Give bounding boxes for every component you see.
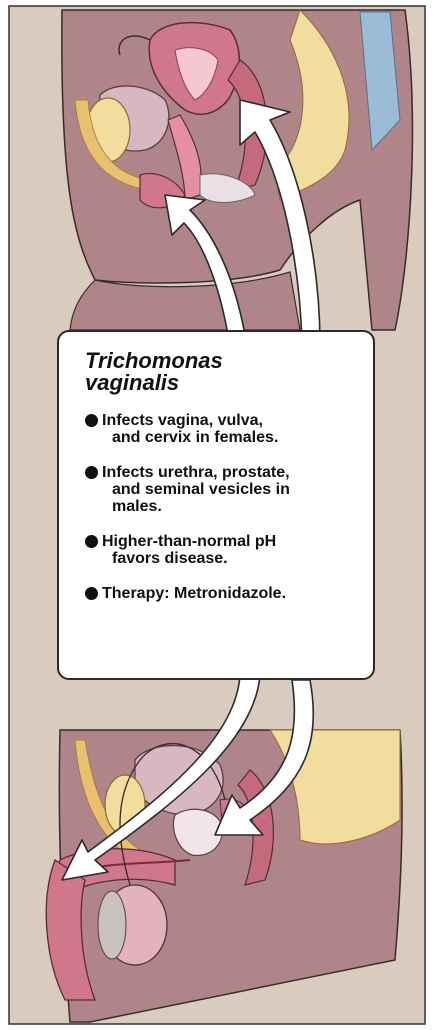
fact-item: Infects urethra, prostate, and seminal v… (85, 464, 363, 515)
organism-title: Trichomonas vaginalis (85, 350, 363, 394)
fact-text-line: and seminal vesicles in (102, 481, 363, 498)
male-epididymis (98, 891, 126, 959)
bullet-icon (85, 535, 98, 548)
fact-text-line: favors disease. (102, 550, 363, 567)
fact-text-line: Higher-than-normal pH (102, 533, 363, 550)
bullet-icon (85, 587, 98, 600)
fact-text-line: Infects urethra, prostate, (102, 464, 363, 481)
fact-list: Infects vagina, vulva, and cervix in fem… (85, 412, 363, 602)
fact-item: Therapy: Metronidazole. (85, 585, 363, 602)
organism-title-line: vaginalis (85, 372, 363, 394)
fact-text-line: Infects vagina, vulva, (102, 412, 363, 429)
bullet-icon (85, 466, 98, 479)
bullet-icon (85, 414, 98, 427)
fact-item: Infects vagina, vulva, and cervix in fem… (85, 412, 363, 446)
fact-text-line: and cervix in females. (102, 429, 363, 446)
fact-text-line: Therapy: Metronidazole. (102, 585, 363, 602)
info-panel: Trichomonas vaginalis Infects vagina, vu… (57, 330, 375, 680)
fact-text-line: males. (102, 498, 363, 515)
organism-title-line: Trichomonas (85, 350, 363, 372)
fact-item: Higher-than-normal pH favors disease. (85, 533, 363, 567)
